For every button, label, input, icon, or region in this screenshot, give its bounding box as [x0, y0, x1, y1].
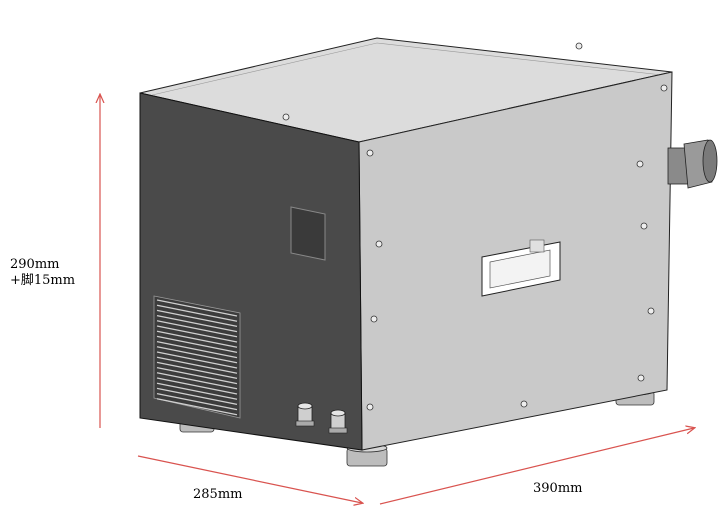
height-foot-label: +脚15mm	[10, 272, 75, 288]
vent-slat	[156, 309, 238, 328]
screws	[282, 42, 668, 411]
depth-label: 285mm	[193, 487, 242, 502]
screw	[575, 42, 583, 50]
side-handle-cutout	[481, 239, 561, 297]
screw	[636, 160, 644, 168]
screw	[640, 222, 648, 230]
water-fitting-right	[328, 409, 348, 434]
vent-slat	[156, 330, 238, 348]
vent-slat	[156, 392, 238, 411]
screw	[282, 113, 290, 121]
screw	[647, 307, 655, 315]
vent-slat	[156, 366, 238, 385]
height-label: 290mm	[10, 257, 59, 272]
vent-slat	[156, 340, 238, 359]
chiller-unit	[139, 37, 718, 467]
vent-slat	[156, 325, 238, 343]
depth-dimension-line	[137, 455, 362, 503]
screw	[660, 84, 668, 92]
front-panel-window	[290, 206, 326, 261]
vent-slat	[156, 377, 238, 395]
vent-slat	[156, 335, 238, 354]
vent-slat	[156, 346, 238, 364]
vent-slat	[156, 351, 238, 369]
vent-slat	[156, 398, 238, 416]
width-dimension-line	[379, 428, 694, 505]
vent-slat	[156, 299, 238, 317]
vent-slat	[156, 304, 238, 322]
screw	[375, 240, 383, 248]
width-label: 390mm	[533, 481, 582, 496]
screw	[637, 374, 645, 382]
vent-slat	[156, 387, 238, 406]
vent-slat	[156, 361, 238, 380]
vent-slat	[156, 372, 238, 390]
vent-slat	[156, 356, 238, 374]
screw	[366, 403, 374, 411]
power-connector	[667, 139, 718, 189]
vent-slat	[156, 314, 238, 333]
vent-slat	[156, 382, 238, 400]
screw	[520, 400, 528, 408]
screw	[370, 315, 378, 323]
vent-slat	[156, 320, 238, 338]
vent-grille	[153, 295, 241, 419]
water-fitting-left	[295, 402, 315, 427]
screw	[366, 149, 374, 157]
